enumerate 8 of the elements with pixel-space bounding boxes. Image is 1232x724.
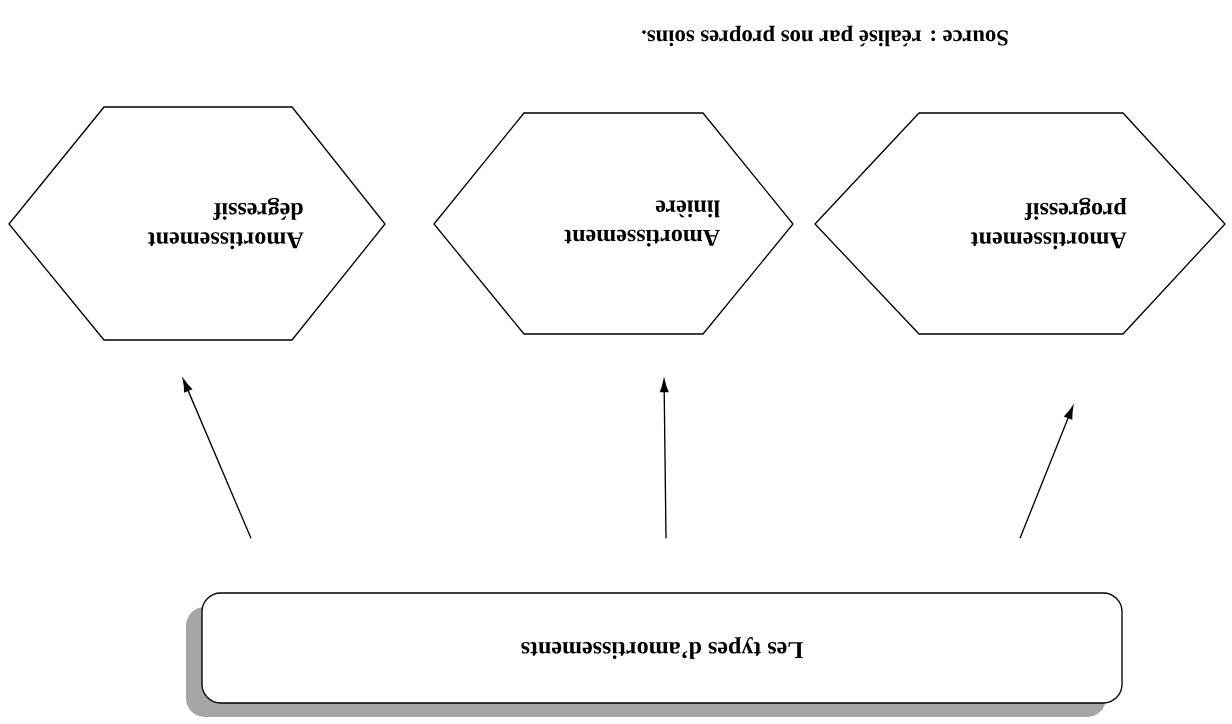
hexagon: Amortissement dégressif (8, 106, 386, 341)
caption: Source : réalisé par nos propres soins. (642, 25, 1008, 47)
hexagon: Amortissement linière (433, 112, 794, 335)
arrow (182, 378, 252, 539)
title-box: Les types d’amortissements (186, 592, 1123, 717)
hexagon: Amortissement progressif (814, 112, 1226, 335)
arrow (1019, 405, 1074, 539)
arrow (659, 379, 669, 539)
